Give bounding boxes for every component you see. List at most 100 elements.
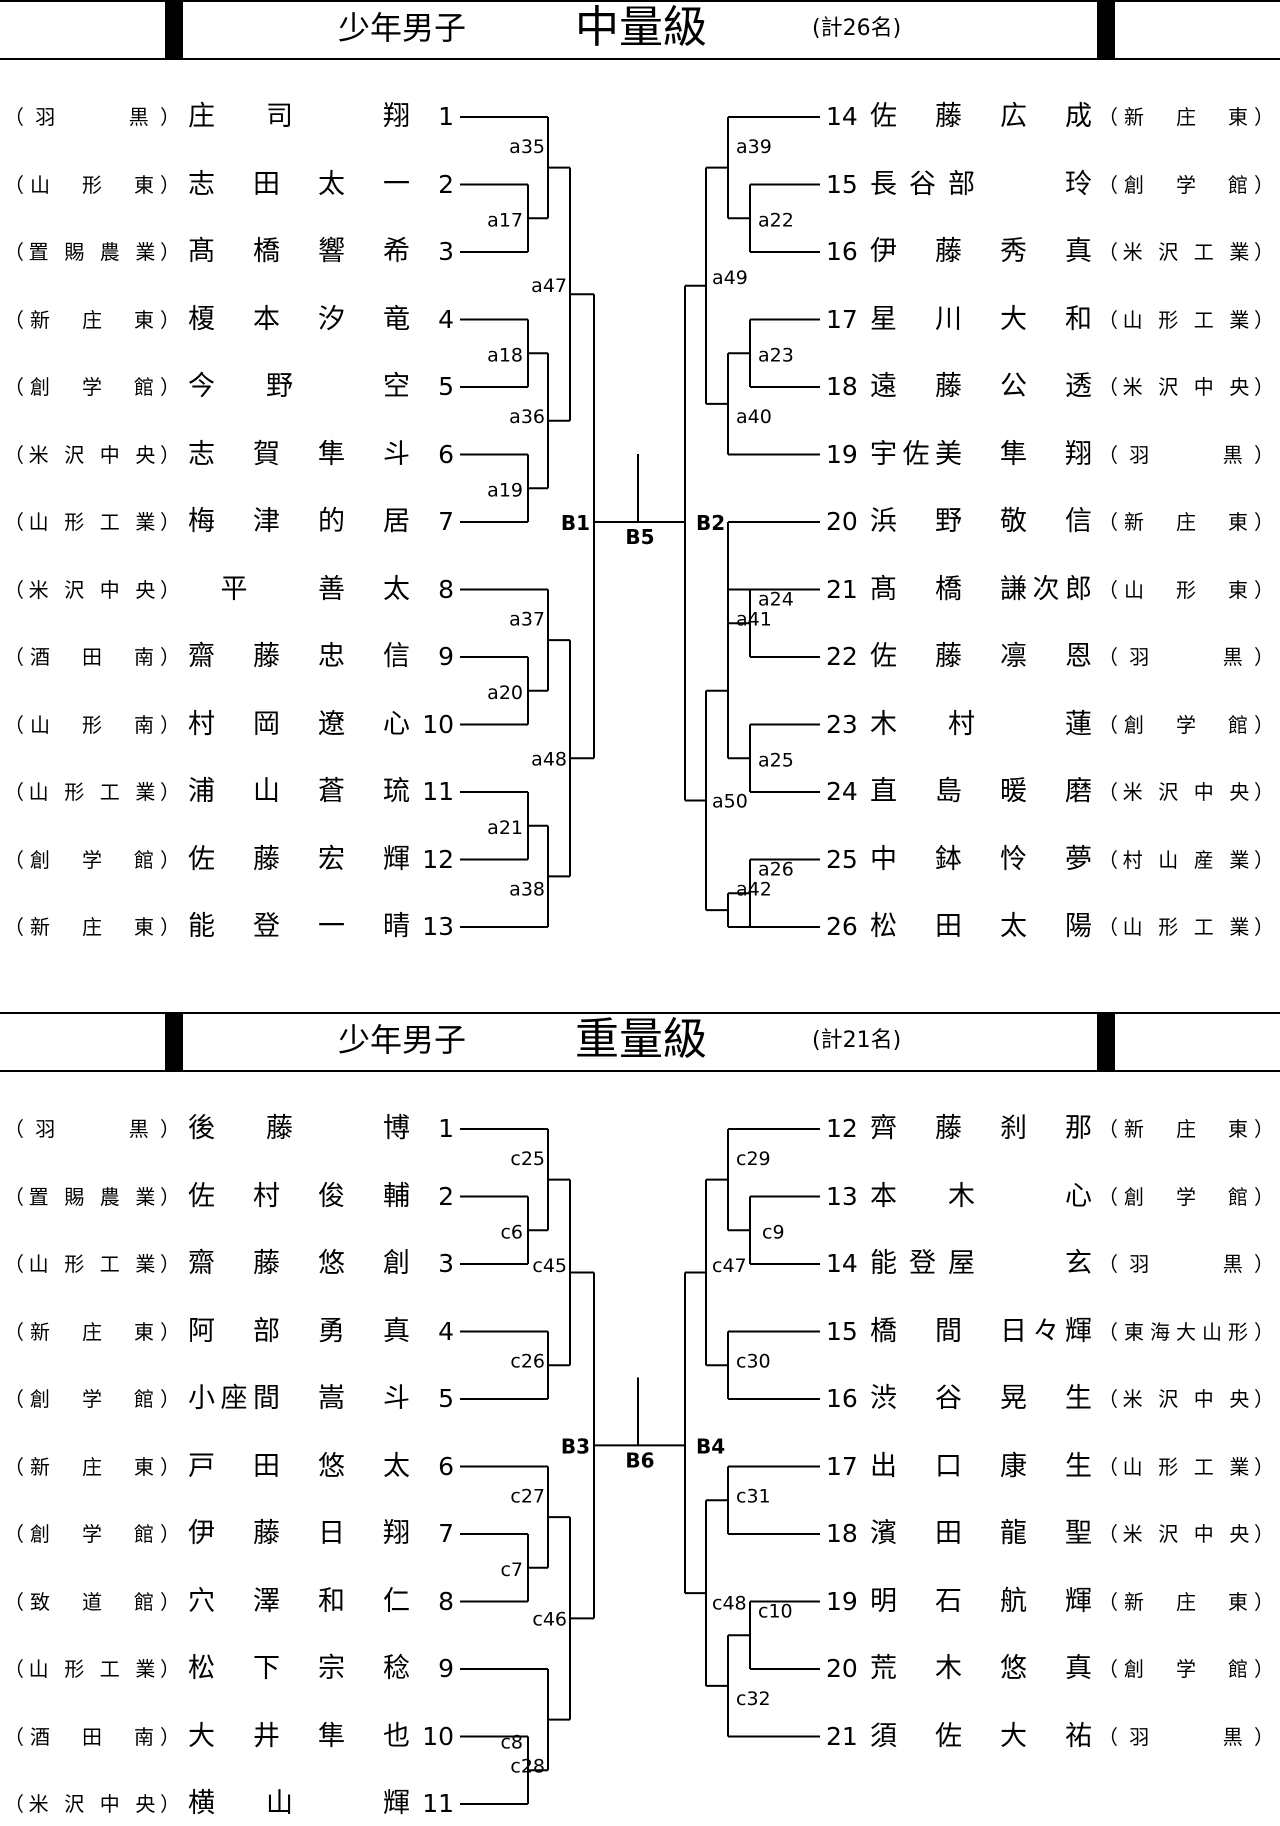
entry-number: 20 (826, 1654, 858, 1683)
entry-number: 4 (438, 304, 454, 334)
entry-number: 6 (438, 1451, 454, 1481)
player-name: 伊 藤 秀 真 (870, 236, 1092, 267)
header-bar-right (1097, 1012, 1115, 1072)
player-name: 星 川 大 和 (870, 303, 1092, 335)
bracket-lines: c25c6c45c26c27c7c46c8c28B3B6B4c29c9c47c3… (460, 1128, 820, 1805)
entry-number: 19 (826, 1586, 858, 1616)
player-name: 齋 藤 忠 信 (188, 641, 410, 672)
bout-label: c47 (712, 1255, 747, 1277)
team-name: （新 庄 東） (1098, 510, 1274, 534)
bout-label: a36 (509, 406, 545, 428)
bout-label: a24 (758, 588, 794, 610)
entry-number: 20 (826, 507, 858, 536)
team-name: （致 道 館） (4, 1589, 180, 1614)
player-name: 志 賀 隼 斗 (188, 438, 410, 470)
bout-label: a26 (758, 858, 794, 880)
team-name: （新 庄 東） (4, 915, 180, 939)
entry-number: 22 (826, 642, 858, 671)
weight-class-title: 中量級 (575, 2, 707, 53)
entry-number: 14 (826, 102, 858, 131)
player-name: 浦 山 蒼 琉 (188, 776, 410, 807)
player-name: 後 藤 博 (188, 1113, 410, 1144)
bracket-lines: a35a17a47a18a36a19B1B5B2a37a20a48a21a38a… (460, 116, 820, 928)
player-name: 小座間 嵩 斗 (188, 1383, 410, 1414)
bout-label: a47 (531, 275, 567, 297)
entry-number: 6 (438, 439, 454, 469)
header-bar-left (165, 0, 183, 60)
entry-number: 15 (826, 169, 858, 199)
team-name: （米 沢 中 央） (1098, 375, 1274, 399)
bout-label: c29 (736, 1148, 771, 1170)
bout-label: c30 (736, 1351, 771, 1373)
entry-number: 10 (422, 1721, 454, 1751)
entry-number: 7 (438, 507, 454, 536)
team-name: （創 学 館） (1098, 1657, 1274, 1681)
player-name: 宇佐美 隼 翔 (870, 438, 1092, 470)
bout-label: a48 (531, 748, 567, 770)
team-name: （山 形 南） (4, 712, 180, 737)
entry-number: 2 (438, 169, 454, 199)
team-name: （酒 田 南） (4, 1724, 180, 1749)
entry-number: 9 (438, 642, 454, 671)
entry-number: 5 (438, 372, 454, 401)
bout-label: c9 (762, 1221, 785, 1243)
player-name: 渋 谷 晃 生 (870, 1383, 1092, 1414)
team-name: （創 学 館） (4, 1387, 180, 1411)
entry-number: 11 (422, 777, 454, 806)
player-name: 伊 藤 日 翔 (188, 1518, 410, 1549)
team-name: （山 形 東） (1098, 577, 1274, 602)
bout-label: a23 (758, 344, 794, 366)
player-name: 木 村 蓮 (870, 708, 1092, 740)
bout-label: a35 (509, 136, 545, 158)
team-name: （米 沢 工 業） (1098, 240, 1274, 264)
header-rule-bottom (0, 58, 1280, 60)
player-name: 佐 藤 広 成 (870, 101, 1092, 132)
player-name: 梅 津 的 居 (188, 506, 410, 537)
team-name: （山 形 工 業） (1098, 915, 1274, 939)
player-name: 大 井 隼 也 (188, 1720, 410, 1752)
bout-label: B3 (561, 1434, 590, 1458)
bout-label: a25 (758, 749, 794, 771)
player-name: 遠 藤 公 透 (870, 371, 1092, 402)
entry-number: 8 (438, 574, 454, 604)
player-name: 直 島 暖 磨 (870, 776, 1092, 807)
entry-number: 14 (826, 1249, 858, 1278)
team-name: （山 形 工 業） (1098, 307, 1274, 332)
player-name: 荒 木 悠 真 (870, 1653, 1092, 1684)
bout-label: c8 (500, 1731, 523, 1753)
player-name: 村 岡 遼 心 (188, 708, 410, 740)
bout-label: B2 (696, 511, 725, 535)
player-name: 本 木 心 (870, 1180, 1092, 1212)
team-name: （米 沢 中 央） (4, 1792, 180, 1816)
team-name: （米 沢 中 央） (4, 442, 180, 467)
bout-label: c28 (510, 1756, 545, 1778)
entry-number: 13 (422, 912, 454, 941)
team-name: （東海大山形） (1098, 1319, 1274, 1344)
player-name: 中 鉢 怜 夢 (870, 843, 1092, 875)
bout-label: c31 (736, 1486, 771, 1508)
entry-number: 21 (826, 1721, 858, 1751)
bout-label: a38 (509, 879, 545, 901)
bout-label: a50 (712, 790, 748, 812)
team-name: （羽 黒） (1098, 1252, 1274, 1276)
entry-number: 13 (826, 1181, 858, 1211)
team-name: （新 庄 東） (1098, 1589, 1274, 1614)
bout-label: c45 (532, 1255, 567, 1277)
entry-number: 3 (438, 1249, 454, 1278)
team-name: （村 山 産 業） (1098, 847, 1274, 872)
entry-number: 4 (438, 1316, 454, 1346)
entry-number: 10 (422, 709, 454, 739)
bout-label: a18 (487, 344, 523, 366)
entry-number: 17 (826, 304, 858, 334)
section-header: 少年男子 中量級 (計26名) (0, 0, 1280, 60)
team-name: （羽 黒） (1098, 645, 1274, 669)
entry-number: 16 (826, 237, 858, 266)
entry-number: 11 (422, 1789, 454, 1818)
entry-number: 1 (438, 102, 454, 131)
team-name: （羽 黒） (4, 1117, 180, 1141)
team-name: （新 庄 東） (4, 307, 180, 332)
category-label: 少年男子 (338, 9, 467, 47)
bout-label: c26 (510, 1351, 545, 1373)
player-name: 能 登 一 晴 (188, 911, 410, 942)
